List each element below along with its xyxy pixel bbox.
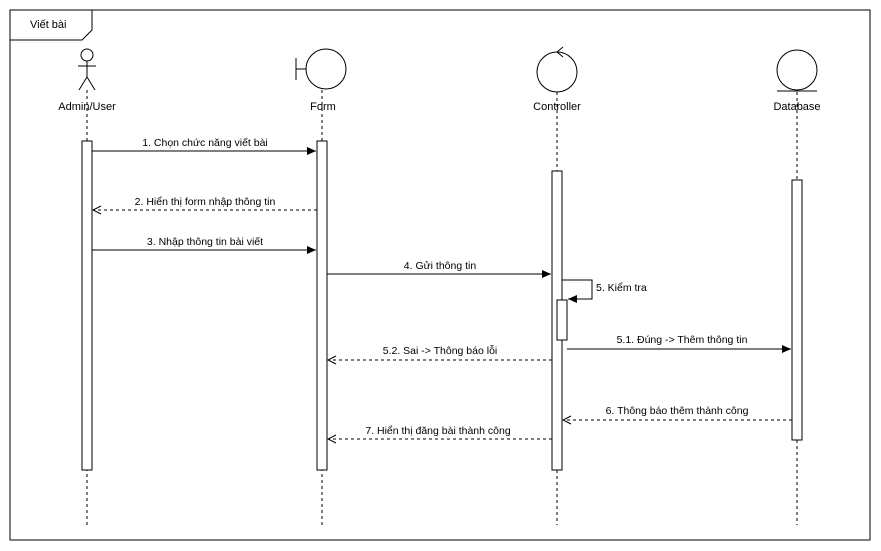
frame-border	[9, 9, 871, 541]
activation-database	[791, 179, 803, 441]
message-7: 7. Hiển thị đăng bài thành công	[328, 425, 552, 439]
boundary-icon	[295, 48, 347, 90]
message-5-2: 5.2. Sai -> Thông báo lỗi	[328, 344, 552, 360]
entity-icon	[776, 49, 818, 92]
participant-database-label: Database	[773, 101, 820, 113]
message-6: 6. Thông báo thêm thành công	[563, 405, 792, 420]
message-3: 3. Nhập thông tin bài viết	[92, 236, 316, 254]
message-4-label: 4. Gửi thông tin	[404, 260, 477, 272]
message-4: 4. Gửi thông tin	[327, 260, 551, 278]
message-5-1: 5.1. Đúng -> Thêm thông tin	[567, 334, 791, 353]
activation-controller-nested	[556, 299, 568, 341]
participant-controller-label: Controller	[533, 101, 581, 113]
message-5-2-label: 5.2. Sai -> Thông báo lỗi	[383, 344, 498, 357]
participant-admin-label: Admin/User	[58, 101, 116, 113]
actor-icon	[78, 48, 96, 91]
message-6-label: 6. Thông báo thêm thành công	[606, 405, 749, 417]
control-icon	[536, 46, 578, 93]
message-7-label: 7. Hiển thị đăng bài thành công	[365, 425, 511, 437]
participant-form-label: Form	[310, 101, 336, 113]
message-2-label: 2. Hiển thị form nhập thông tin	[135, 196, 276, 208]
message-5-label: 5. Kiểm tra	[596, 282, 647, 294]
message-5-1-label: 5.1. Đúng -> Thêm thông tin	[617, 334, 748, 346]
message-2: 2. Hiển thị form nhập thông tin	[93, 196, 317, 210]
frame-title: Viết bài	[30, 19, 67, 31]
activation-admin	[81, 140, 93, 471]
message-1: 1. Chọn chức năng viết bài	[92, 137, 316, 155]
frame-title-tab	[9, 9, 93, 41]
message-1-label: 1. Chọn chức năng viết bài	[142, 137, 268, 149]
message-3-label: 3. Nhập thông tin bài viết	[147, 236, 263, 248]
message-5-self: 5. Kiểm tra	[562, 279, 647, 303]
activation-form	[316, 140, 328, 471]
